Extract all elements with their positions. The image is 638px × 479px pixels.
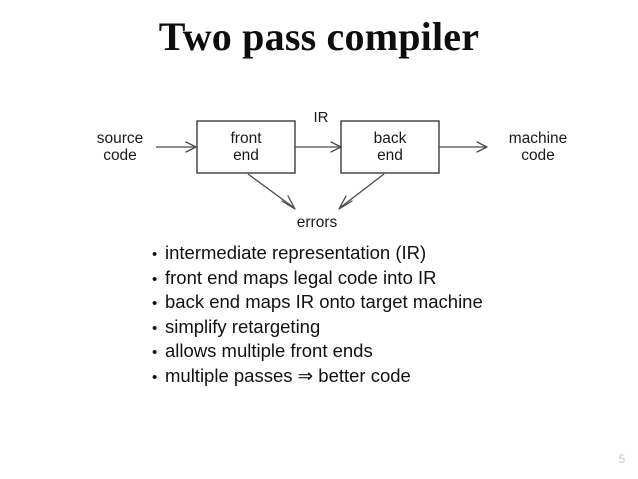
list-item: • multiple passes ⇒ better code xyxy=(152,364,592,389)
bullet-list: • intermediate representation (IR) • fro… xyxy=(152,241,592,389)
diagram-edge-back-to-errors xyxy=(340,173,385,208)
bullet-text: front end maps legal code into IR xyxy=(165,266,437,288)
list-item: • front end maps legal code into IR xyxy=(152,266,592,291)
bullet-text: simplify retargeting xyxy=(165,315,321,337)
bullet-text: intermediate representation (IR) xyxy=(165,242,427,263)
diagram-box-back-end xyxy=(340,120,440,174)
page-number: 5 xyxy=(618,452,626,466)
diagram-node-machine-code-line1: machine xyxy=(509,130,568,147)
bullet-marker-icon: • xyxy=(152,295,158,313)
diagram-arrowhead-source-to-front xyxy=(185,141,197,153)
bullet-marker-icon: • xyxy=(152,319,158,337)
diagram-edge-front-to-errors xyxy=(247,173,294,208)
bullet-marker-icon: • xyxy=(152,246,158,263)
diagram-node-back-end-line2: end xyxy=(377,147,403,164)
diagram-edge-label-ir: IR xyxy=(314,109,329,126)
list-item: • back end maps IR onto target machine xyxy=(152,290,592,315)
bullet-marker-icon: • xyxy=(152,344,158,362)
bullet-marker-icon: • xyxy=(152,270,158,288)
list-item: • allows multiple front ends xyxy=(152,339,592,364)
diagram-box-front-end xyxy=(196,120,296,174)
diagram-node-machine-code-line2: code xyxy=(521,147,555,164)
bullet-text: allows multiple front ends xyxy=(165,340,373,362)
diagram-node-errors-label: errors xyxy=(297,214,338,231)
diagram-node-back-end-line1: back xyxy=(374,130,407,147)
diagram-node-source-code-line1: source xyxy=(97,130,144,147)
page-title: Two pass compiler xyxy=(158,14,480,59)
list-item: • intermediate representation (IR) xyxy=(152,241,592,266)
bullet-text: back end maps IR onto target machine xyxy=(165,291,483,313)
list-item: • simplify retargeting xyxy=(152,315,592,340)
diagram-node-front-end-line2: end xyxy=(233,147,259,164)
bullet-marker-icon: • xyxy=(152,368,158,386)
diagram-arrowhead-back-to-errors xyxy=(338,195,353,210)
diagram-arrowhead-front-to-errors xyxy=(281,195,296,210)
bullet-text: multiple passes ⇒ better code xyxy=(165,364,411,386)
two-pass-compiler-diagram: source code front end IR back end machin… xyxy=(60,103,580,231)
diagram-arrowhead-back-to-machine xyxy=(476,141,488,153)
diagram-node-source-code-line2: code xyxy=(103,147,137,164)
diagram-node-front-end-line1: front xyxy=(230,130,262,147)
